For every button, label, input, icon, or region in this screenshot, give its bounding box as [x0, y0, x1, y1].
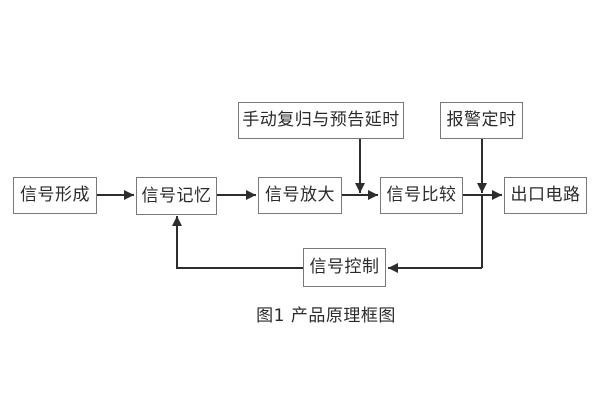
node-signal-amplification: 信号放大	[258, 177, 342, 214]
node-signal-formation: 信号形成	[13, 177, 97, 214]
node-alarm-timing-label: 报警定时	[446, 110, 517, 130]
node-signal-comparison: 信号比较	[380, 177, 463, 214]
node-manual-reset-delay-label: 手动复归与预告延时	[242, 110, 400, 130]
figure-caption: 图1 产品原理框图	[256, 306, 396, 326]
node-signal-formation-label: 信号形成	[20, 185, 90, 205]
node-signal-control: 信号控制	[303, 248, 386, 287]
arrow-control-to-memory-feedback	[172, 216, 303, 269]
node-signal-control-label: 信号控制	[309, 257, 380, 277]
node-signal-memory-label: 信号记忆	[141, 185, 212, 206]
node-manual-reset-delay: 手动复归与预告延时	[238, 102, 404, 139]
node-alarm-timing: 报警定时	[440, 102, 523, 139]
node-signal-amplification-label: 信号放大	[265, 185, 335, 205]
node-output-circuit: 出口电路	[504, 177, 587, 214]
node-output-circuit-label: 出口电路	[510, 185, 581, 205]
node-signal-memory: 信号记忆	[136, 177, 217, 215]
node-signal-comparison-label: 信号比较	[386, 185, 457, 205]
